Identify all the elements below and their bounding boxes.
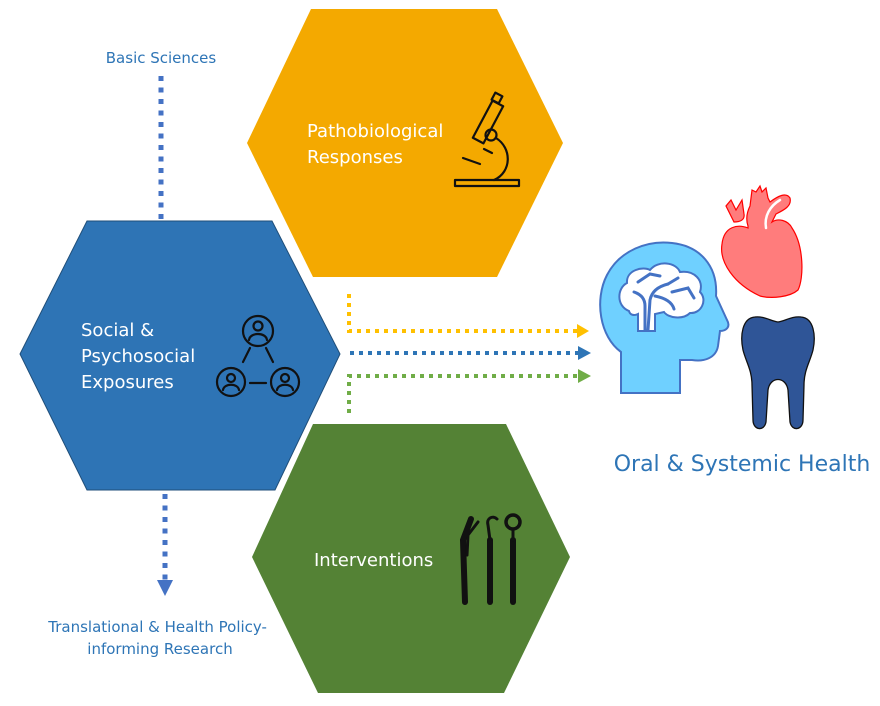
heart-shape	[721, 184, 803, 298]
tooth-icon	[741, 316, 815, 430]
arrowhead-blue	[578, 346, 591, 360]
translational-label: Translational & Health Policy- informing…	[47, 618, 271, 658]
arrowhead-orange	[577, 324, 589, 338]
heart-icon	[721, 184, 803, 298]
brain-head-icon	[599, 241, 730, 394]
hexagon-interventions: Interventions	[252, 424, 570, 693]
translational-arrowhead	[157, 580, 173, 596]
hexagon-social-shape	[19, 220, 341, 491]
basic-sciences-label: Basic Sciences	[106, 49, 217, 67]
hexagon-pathobiological-shape	[247, 9, 563, 277]
microscope-icon	[453, 91, 521, 188]
hexagon-pathobiological-label: Pathobiological Responses	[307, 121, 449, 168]
arrow-interventions-to-outcome	[347, 369, 591, 413]
hexagon-interventions-label: Interventions	[314, 550, 433, 571]
dental-instruments-icon	[459, 513, 522, 605]
hexagon-interventions-shape	[252, 424, 570, 693]
outcome-label: Oral & Systemic Health	[614, 452, 871, 477]
arrow-social-to-outcome	[350, 346, 591, 360]
brain-veins	[632, 272, 696, 332]
hexagon-social-label: Social & Psychosocial Exposures	[81, 320, 201, 393]
hexagon-pathobiological: Pathobiological Responses	[247, 9, 563, 277]
hexagon-social: Social & Psychosocial Exposures	[19, 220, 341, 491]
people-network-icon	[215, 314, 301, 398]
tooth-shape	[741, 316, 815, 430]
arrow-pathobiological-to-outcome	[347, 294, 589, 338]
arrowhead-green	[578, 369, 591, 383]
